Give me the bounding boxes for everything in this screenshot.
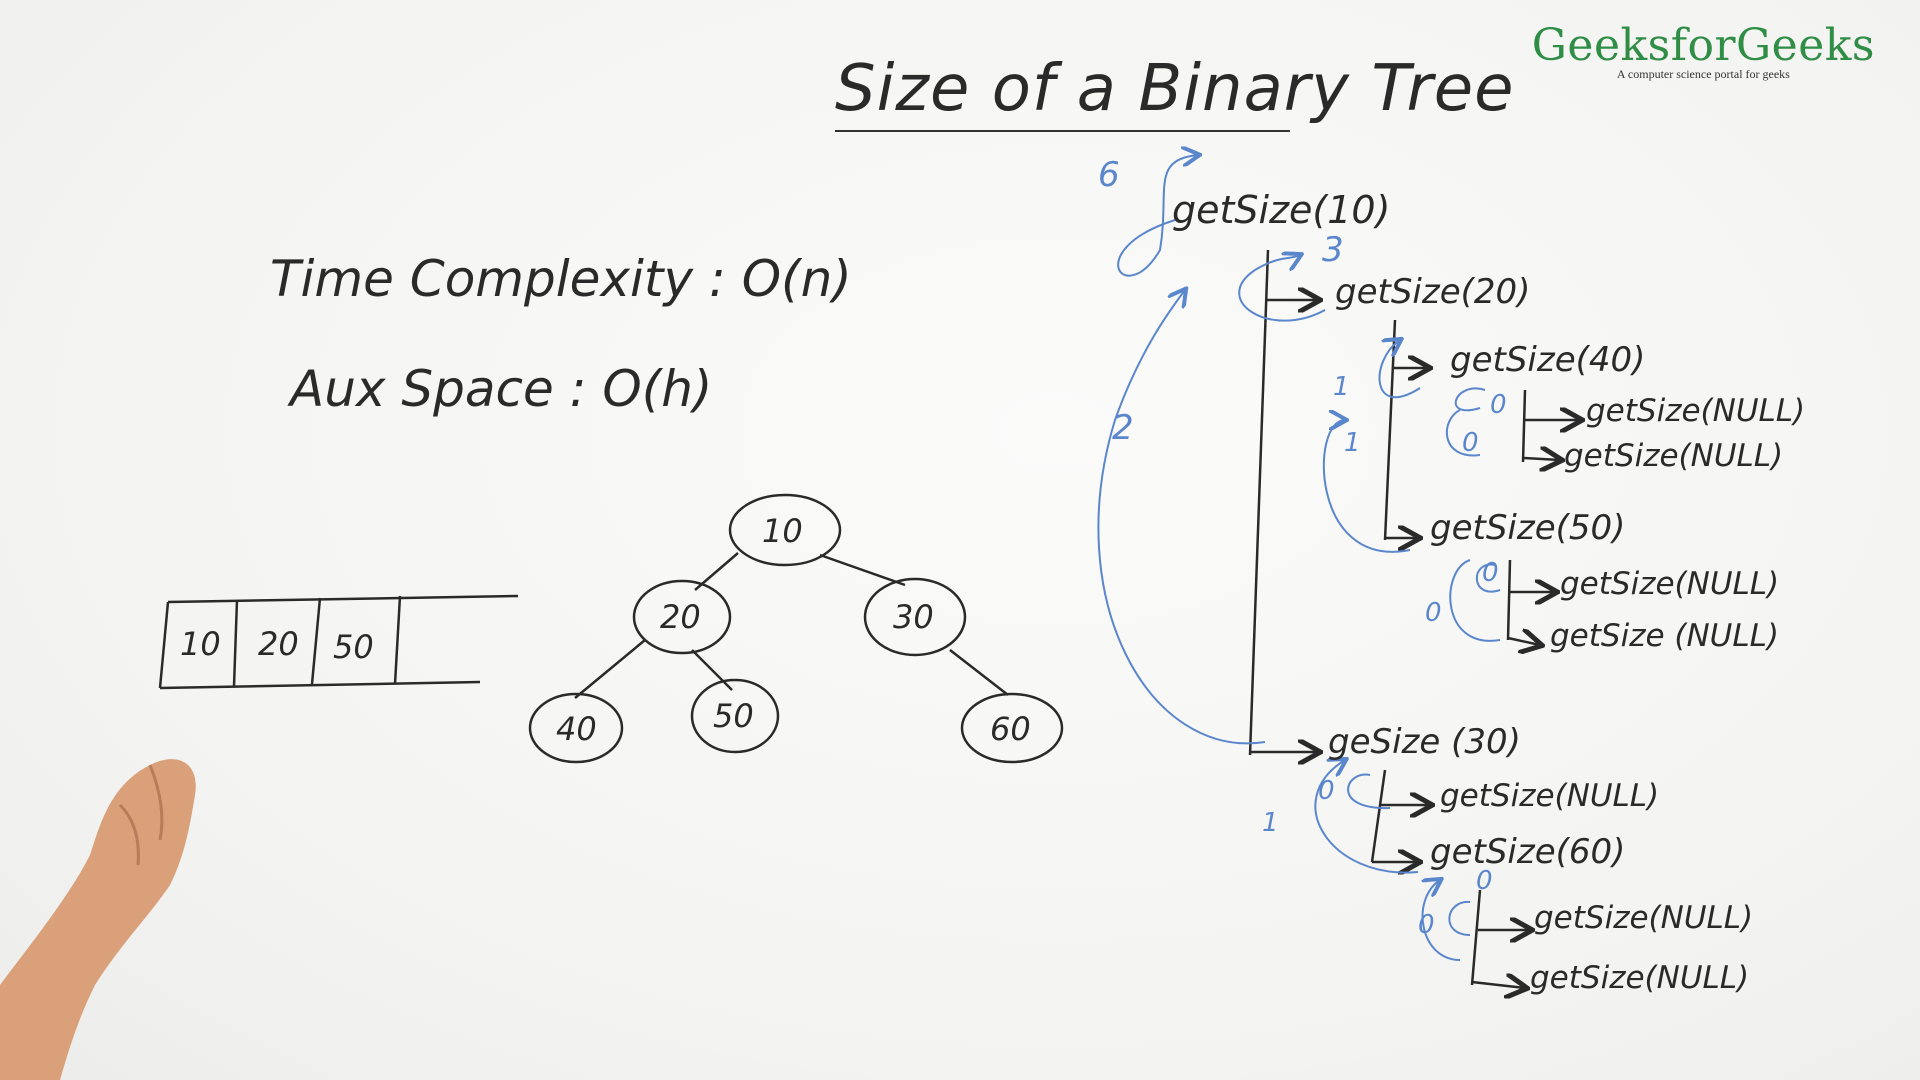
conn-40-to-nullb — [1522, 458, 1560, 460]
return-value-50-zero-a: 0 — [1482, 558, 1499, 588]
binary-tree: 10 20 30 40 50 60 — [528, 493, 1064, 764]
presenter-hand — [0, 759, 196, 1080]
logo-title: GeeksforGeeks — [1531, 20, 1875, 71]
queue-bottom-line — [159, 680, 481, 690]
tree-label-20: 20 — [660, 598, 701, 636]
call-size-50-null-right: getSize (NULL) — [1550, 618, 1780, 654]
call-size-60-null-left: getSize(NULL) — [1534, 900, 1754, 936]
call-size-40-null-right: getSize(NULL) — [1564, 438, 1784, 474]
queue-cell-1: 10 — [180, 625, 221, 663]
tree-node-50 — [690, 678, 780, 754]
return-value-50-one: 1 — [1344, 428, 1361, 458]
return-value-2: 2 — [1112, 408, 1134, 448]
conn-40-trunk — [1521, 389, 1527, 463]
return-arc-3 — [1238, 255, 1326, 322]
return-arc-30-null — [1347, 773, 1391, 810]
tree-node-10 — [728, 493, 842, 567]
return-arc-50-nullb — [1449, 559, 1501, 642]
tree-label-60: 60 — [990, 710, 1031, 748]
queue-divider-2 — [310, 597, 322, 685]
return-arcs — [1097, 155, 1501, 961]
queue-left-wall — [158, 601, 170, 689]
return-arc-40-null — [1454, 387, 1486, 412]
call-size-10: getSize(10) — [1172, 188, 1391, 232]
return-value-40-one: 1 — [1333, 372, 1350, 402]
return-value-60-zero-b: 0 — [1418, 910, 1435, 940]
time-complexity: Time Complexity : O(n) — [270, 250, 852, 308]
return-arc-60 — [1423, 880, 1461, 961]
return-arc-60-null — [1448, 900, 1471, 936]
return-arc-6 — [1117, 155, 1198, 277]
tree-node-40 — [528, 692, 624, 764]
conn-10-trunk — [1248, 249, 1270, 756]
return-value-30-one: 1 — [1262, 808, 1279, 838]
geeksforgeeks-logo: GeeksforGeeks A computer science portal … — [1532, 20, 1875, 82]
return-value-40-zero-b: 0 — [1462, 428, 1479, 458]
return-arc-50 — [1322, 420, 1411, 553]
conn-60-trunk — [1470, 889, 1482, 986]
return-arc-40-nullb — [1446, 409, 1481, 457]
tree-label-40: 40 — [556, 710, 597, 748]
tree-edge-20-50 — [691, 649, 733, 691]
call-size-30: geSize (30) — [1328, 722, 1521, 762]
aux-space: Aux Space : O(h) — [290, 360, 713, 418]
call-size-50: getSize(50) — [1430, 508, 1626, 548]
tree-edge-30-60 — [949, 649, 1009, 696]
tree-label-50: 50 — [713, 697, 754, 735]
return-arc-30 — [1314, 760, 1419, 874]
tree-label-10: 10 — [762, 512, 803, 550]
tree-label-30: 30 — [893, 598, 934, 636]
call-size-60-null-right: getSize(NULL) — [1530, 960, 1750, 996]
conn-50-trunk — [1506, 559, 1512, 641]
return-value-40-zero-a: 0 — [1490, 390, 1507, 420]
queue-cell-3: 50 — [333, 628, 374, 666]
conn-60-to-nullb — [1471, 982, 1525, 988]
return-value-6: 6 — [1098, 155, 1120, 195]
tree-edge-10-30 — [819, 553, 906, 587]
call-size-40-null-left: getSize(NULL) — [1586, 393, 1806, 429]
return-value-50-zero-b: 0 — [1425, 598, 1442, 628]
return-value-30-zero: 0 — [1318, 776, 1335, 806]
page-title: Size of a Binary Tree — [835, 52, 1515, 126]
call-size-30-null-left: getSize(NULL) — [1440, 778, 1660, 814]
call-size-40: getSize(40) — [1450, 340, 1646, 380]
title-underline — [835, 130, 1290, 132]
return-value-60-zero-a: 0 — [1476, 866, 1493, 896]
call-size-20: getSize(20) — [1335, 272, 1531, 312]
return-arc-40 — [1378, 340, 1421, 399]
queue-array — [158, 594, 519, 690]
return-value-3: 3 — [1322, 230, 1344, 270]
queue-divider-1 — [232, 599, 239, 687]
call-size-60: getSize(60) — [1430, 832, 1626, 872]
tree-node-60 — [960, 692, 1064, 764]
conn-30-trunk — [1370, 769, 1387, 863]
return-arc-2 — [1097, 290, 1266, 745]
tree-node-20 — [632, 579, 732, 655]
queue-divider-3 — [393, 595, 402, 685]
conn-50-to-nullb — [1507, 638, 1540, 645]
queue-cell-2: 20 — [258, 625, 299, 663]
return-arc-50-nulla — [1475, 563, 1501, 593]
logo-subtitle: A computer science portal for geeks — [1616, 67, 1790, 81]
call-size-50-null-left: getSize(NULL) — [1560, 566, 1780, 602]
tree-edge-20-40 — [574, 639, 646, 699]
tree-node-30 — [863, 577, 967, 657]
queue-top-line — [167, 594, 519, 604]
